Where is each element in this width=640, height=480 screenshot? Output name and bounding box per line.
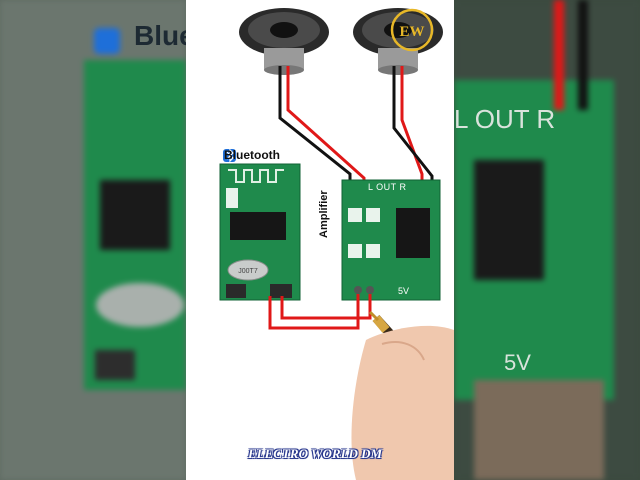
wiring-diagram: EW J00T7: [186, 0, 454, 480]
bluetooth-module: J00T7: [219, 163, 301, 301]
amplifier-output-label: L OUT R: [368, 182, 407, 192]
background-right-power: 5V: [504, 350, 531, 375]
speaker-left: [239, 8, 329, 75]
background-left-text: Blue: [134, 20, 186, 51]
background-left-art: [0, 0, 186, 480]
crystal-marking: J00T7: [238, 268, 258, 275]
watermark: ELECTRO WORLD DM: [248, 446, 383, 461]
background-right-art: [454, 0, 640, 480]
amplifier-module: [341, 179, 441, 301]
background-right-text: L OUT R: [454, 104, 556, 134]
background-left-blur: [0, 0, 186, 480]
audio-wires: [268, 294, 372, 330]
background-left-panel: Blue: [0, 0, 186, 480]
background-right-blur: [454, 0, 640, 480]
amplifier-label: Amplifier: [318, 190, 330, 238]
amplifier-power-label: 5V: [398, 286, 410, 296]
bluetooth-label: Bluetooth: [224, 148, 280, 162]
wiring-diagram-art: EW J00T7: [219, 8, 454, 480]
speaker-wires: [278, 66, 434, 192]
background-right-panel: L OUT R 5V: [454, 0, 640, 480]
ew-logo: EW: [390, 8, 434, 52]
ew-logo-text: EW: [399, 24, 424, 40]
hand-with-pen: [351, 310, 454, 480]
bluetooth-icon: [223, 148, 236, 163]
speaker-right: [353, 8, 443, 75]
